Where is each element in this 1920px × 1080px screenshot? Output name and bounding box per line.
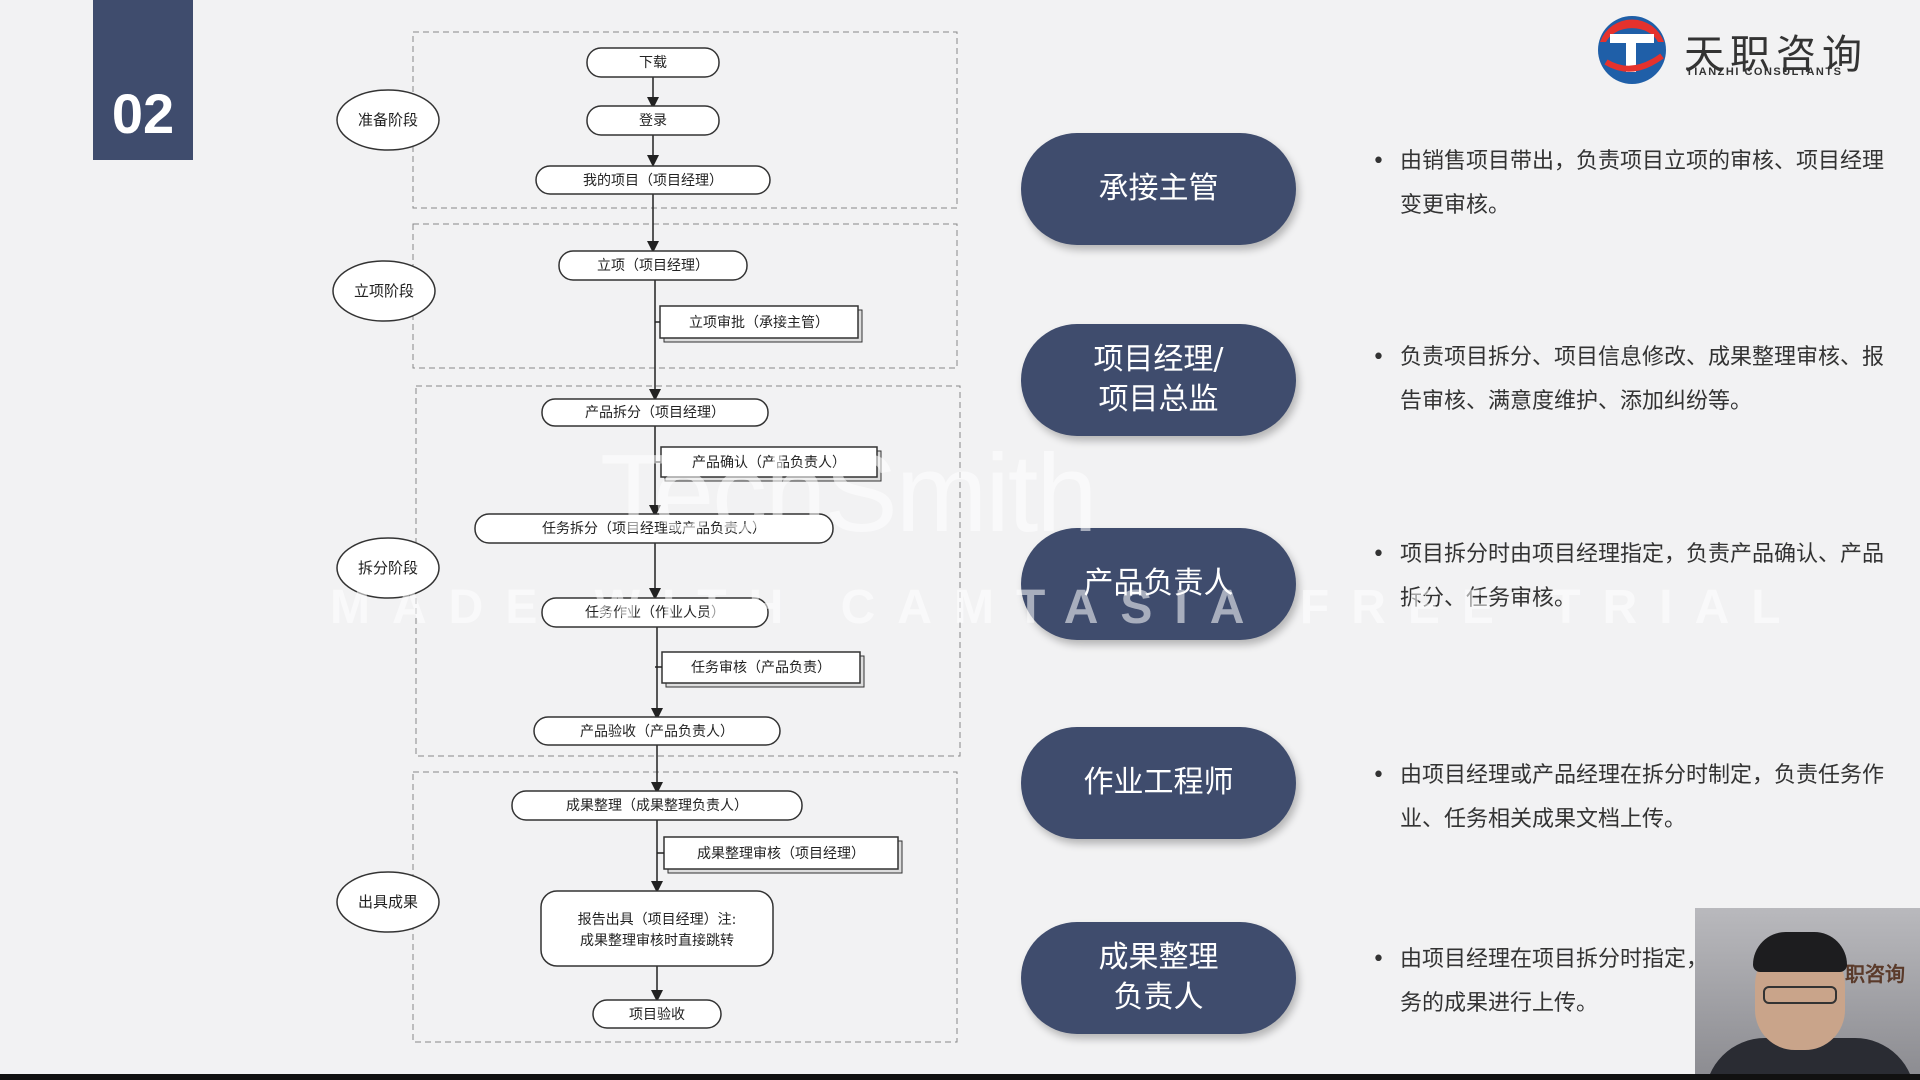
- node-task-split: 任务拆分（项目经理或产品负责人）: [474, 513, 834, 544]
- svg-text:成果整理审核时直接跳转: 成果整理审核时直接跳转: [580, 932, 734, 949]
- role-title: 承接主管: [1098, 171, 1219, 206]
- svg-text:立项（项目经理）: 立项（项目经理）: [597, 258, 709, 274]
- role-description-text: 由项目经理或产品经理在拆分时制定，负责任务作业、任务相关成果文档上传。: [1400, 763, 1885, 832]
- node-initiate: 立项（项目经理）: [558, 250, 748, 281]
- svg-text:成果整理（成果整理负责人）: 成果整理（成果整理负责人）: [566, 798, 748, 814]
- stage-prepare-label: 准备阶段: [358, 111, 418, 129]
- logo-name-en: TIANZHI CONSULTANTS: [1686, 66, 1843, 78]
- role-pill-product-owner: 产品负责人: [1021, 528, 1296, 640]
- role-description-text: 负责项目拆分、项目信息修改、成果整理审核、报告审核、满意度维护、添加纠纷等。: [1400, 345, 1885, 414]
- role-description-project-manager: • 负责项目拆分、项目信息修改、成果整理审核、报告审核、满意度维护、添加纠纷等。: [1372, 336, 1892, 424]
- bullet-icon: •: [1372, 763, 1385, 788]
- svg-text:任务作业（作业人员）: 任务作业（作业人员）: [585, 605, 725, 621]
- stage-box-initiate: [412, 223, 958, 369]
- svg-text:产品确认（产品负责人）: 产品确认（产品负责人）: [692, 455, 846, 471]
- node-login: 登录: [586, 105, 720, 136]
- role-title: 项目经理/: [1093, 342, 1224, 377]
- bullet-icon: •: [1372, 149, 1385, 174]
- role-pill-engineer: 作业工程师: [1021, 727, 1296, 839]
- stage-result: 出具成果: [336, 871, 440, 933]
- bottom-bar: [0, 1074, 1920, 1080]
- role-title: 作业工程师: [1083, 765, 1234, 800]
- stage-result-label: 出具成果: [358, 893, 418, 911]
- svg-text:成果整理审核（项目经理）: 成果整理审核（项目经理）: [697, 846, 865, 862]
- bullet-icon: •: [1372, 542, 1385, 567]
- stage-initiate-label: 立项阶段: [354, 282, 414, 300]
- node-product-confirm: 产品确认（产品负责人）: [655, 446, 882, 482]
- node-report: 报告出具（项目经理）注: 成果整理审核时直接跳转: [540, 890, 774, 967]
- stage-initiate: 立项阶段: [332, 260, 436, 322]
- section-number: 02: [93, 0, 193, 160]
- role-description-engineer: • 由项目经理或产品经理在拆分时制定，负责任务作业、任务相关成果文档上传。: [1372, 754, 1892, 842]
- node-task-work: 任务作业（作业人员）: [541, 597, 769, 628]
- role-title: 成果整理: [1098, 940, 1219, 975]
- svg-text:我的项目（项目经理）: 我的项目（项目经理）: [583, 173, 723, 189]
- svg-text:项目验收: 项目验收: [629, 1007, 685, 1023]
- node-project-accept: 项目验收: [592, 999, 722, 1029]
- role-pill-result-owner: 成果整理负责人: [1021, 922, 1296, 1034]
- svg-text:产品验收（产品负责人）: 产品验收（产品负责人）: [580, 724, 734, 740]
- node-result-org: 成果整理（成果整理负责人）: [511, 790, 803, 821]
- node-product-split: 产品拆分（项目经理）: [541, 398, 769, 427]
- node-download: 下载: [586, 47, 720, 78]
- role-description-text: 项目拆分时由项目经理指定，负责产品确认、产品拆分、任务审核。: [1400, 542, 1885, 611]
- node-result-review: 成果整理审核（项目经理）: [657, 836, 903, 874]
- role-description-product-owner: • 项目拆分时由项目经理指定，负责产品确认、产品拆分、任务审核。: [1372, 533, 1892, 621]
- node-task-review: 任务审核（产品负责）: [655, 651, 865, 688]
- role-pill-project-manager: 项目经理/项目总监: [1021, 324, 1296, 436]
- stage-prepare: 准备阶段: [336, 89, 440, 151]
- node-my-project: 我的项目（项目经理）: [535, 165, 771, 195]
- presenter-hair: [1753, 932, 1847, 972]
- logo-name-cn: 天职咨询: [1684, 32, 1868, 78]
- webcam-overlay: 职咨询: [1695, 908, 1920, 1080]
- company-logo: 天职咨询 TIANZHI CONSULTANTS: [1592, 8, 1892, 86]
- watermark-camtasia: MADE WITH CAMTASIA FREE TRIAL: [330, 581, 1803, 634]
- glasses-icon: [1763, 986, 1837, 1004]
- tianzhi-logo-icon: [1598, 16, 1666, 84]
- svg-text:任务审核（产品负责）: 任务审核（产品负责）: [691, 660, 831, 676]
- svg-text:立项审批（承接主管）: 立项审批（承接主管）: [689, 314, 829, 331]
- flow-connectors: [647, 77, 663, 1002]
- stage-split: 拆分阶段: [336, 537, 440, 599]
- svg-text:登录: 登录: [639, 113, 667, 129]
- node-initiate-approval: 立项审批（承接主管）: [655, 305, 863, 343]
- node-product-accept: 产品验收（产品负责人）: [533, 716, 781, 746]
- role-title: 负责人: [1113, 980, 1204, 1015]
- svg-text:任务拆分（项目经理或产品负责人）: 任务拆分（项目经理或产品负责人）: [542, 521, 766, 537]
- role-description-supervisor: • 由销售项目带出，负责项目立项的审核、项目经理变更审核。: [1372, 140, 1892, 228]
- bullet-icon: •: [1372, 947, 1385, 972]
- role-title: 产品负责人: [1083, 566, 1234, 601]
- process-flowchart: 准备阶段 立项阶段 拆分阶段 出具成果: [332, 31, 961, 1043]
- role-pill-supervisor: 承接主管: [1021, 133, 1296, 245]
- watermark-techsmith: TechSmith: [600, 432, 1098, 555]
- bullet-icon: •: [1372, 345, 1385, 370]
- svg-text:报告出具（项目经理）注:: 报告出具（项目经理）注:: [578, 912, 737, 928]
- webcam-bg-logo: 职咨询: [1845, 962, 1905, 986]
- role-description-text: 由销售项目带出，负责项目立项的审核、项目经理变更审核。: [1400, 149, 1885, 218]
- role-title: 项目总监: [1098, 382, 1219, 417]
- svg-text:产品拆分（项目经理）: 产品拆分（项目经理）: [585, 405, 725, 421]
- stage-split-label: 拆分阶段: [358, 559, 418, 577]
- svg-text:下载: 下载: [639, 55, 667, 71]
